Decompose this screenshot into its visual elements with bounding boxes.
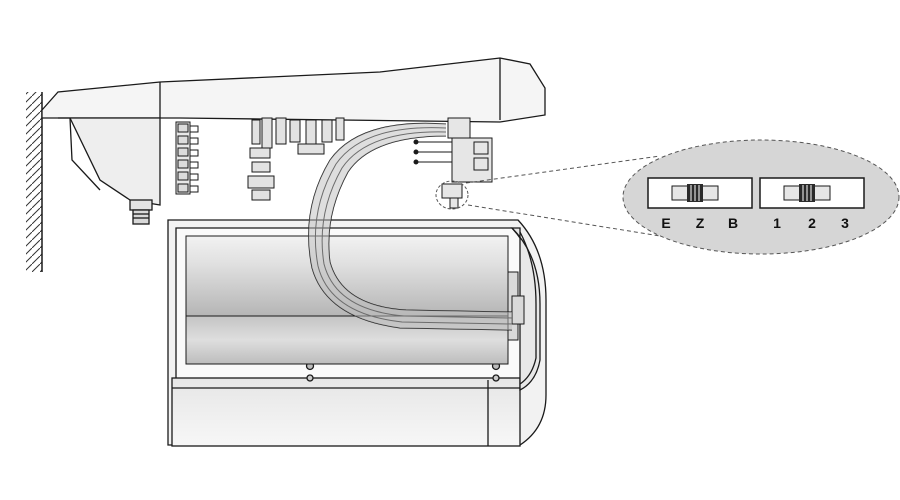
switch-left[interactable] [647, 177, 753, 209]
wall [26, 92, 43, 272]
zoom-leader-lines [465, 155, 661, 237]
switch-right[interactable] [759, 177, 865, 209]
mounting-bracket [41, 57, 546, 225]
internal-mount [507, 271, 525, 341]
control-board [413, 117, 493, 209]
switch-right-label-1: 2 [808, 215, 816, 231]
switch-left-label-1: Z [696, 215, 705, 231]
enclosure-window [185, 235, 509, 365]
terminal-block [175, 121, 199, 195]
connectors [247, 117, 345, 201]
switch-left-label-2: B [728, 215, 738, 231]
switch-right-label-2: 3 [841, 215, 849, 231]
switch-left-label-0: E [661, 215, 670, 231]
switch-right-labels: 1 2 3 [773, 215, 849, 231]
switch-right-label-0: 1 [773, 215, 781, 231]
zoom-bubble: E Z B 1 2 3 [622, 139, 900, 255]
zoom-source-circle [435, 180, 469, 210]
switch-left-labels: E Z B [661, 215, 738, 231]
